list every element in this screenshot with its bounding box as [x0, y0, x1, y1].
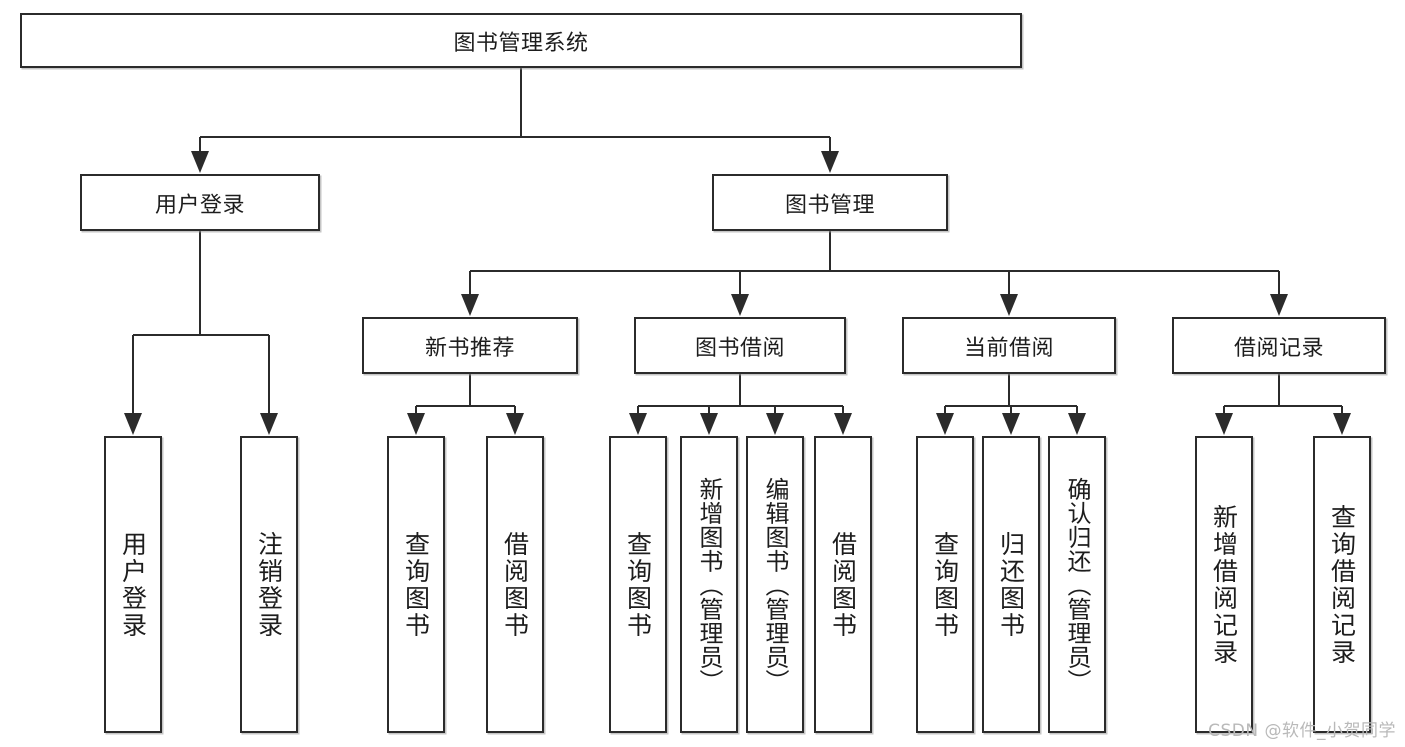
node-label-book-manage: 图书管理 [784, 192, 875, 218]
conn-user-login-arrow-0 [124, 413, 142, 435]
conn-root-arrow-0 [191, 151, 209, 173]
conn-current-borrow-arrow-2 [1068, 413, 1086, 435]
node-label-current-borrow: 当前借阅 [963, 335, 1054, 361]
conn-borrow-record-arrow-1 [1333, 413, 1351, 435]
node-leaf-borrow-book-rec[interactable]: 借阅图书 [486, 436, 544, 733]
conn-root-arrow-1 [821, 151, 839, 173]
node-label-leaf-return-book: 归还图书 [996, 530, 1026, 639]
conn-book-manage-arrow-0 [461, 294, 479, 316]
node-leaf-edit-book[interactable]: 编辑图书（管理员） [746, 436, 804, 733]
node-book-borrow[interactable]: 图书借阅 [634, 317, 846, 374]
node-label-leaf-query-record: 查询借阅记录 [1327, 503, 1357, 666]
conn-book-borrow-arrow-3 [834, 413, 852, 435]
node-leaf-query-book-rec[interactable]: 查询图书 [387, 436, 445, 733]
node-leaf-user-logout[interactable]: 注销登录 [240, 436, 298, 733]
node-user-login[interactable]: 用户登录 [80, 174, 320, 231]
node-leaf-query-record[interactable]: 查询借阅记录 [1313, 436, 1371, 733]
node-new-book-rec[interactable]: 新书推荐 [362, 317, 578, 374]
node-leaf-add-book[interactable]: 新增图书（管理员） [680, 436, 738, 733]
node-label-leaf-query-book-borrow: 查询图书 [623, 530, 653, 639]
node-leaf-query-book-cur[interactable]: 查询图书 [916, 436, 974, 733]
conn-current-borrow-arrow-0 [936, 413, 954, 435]
conn-book-manage-arrow-2 [1000, 294, 1018, 316]
conn-borrow-record-arrow-0 [1215, 413, 1233, 435]
conn-book-borrow-arrow-0 [629, 413, 647, 435]
node-borrow-record[interactable]: 借阅记录 [1172, 317, 1386, 374]
conn-book-borrow-arrow-1 [700, 413, 718, 435]
node-label-leaf-add-record: 新增借阅记录 [1209, 503, 1239, 666]
conn-book-borrow-arrow-2 [766, 413, 784, 435]
conn-current-borrow-arrow-1 [1002, 413, 1020, 435]
node-leaf-query-book-borrow[interactable]: 查询图书 [609, 436, 667, 733]
node-book-manage[interactable]: 图书管理 [712, 174, 948, 231]
node-label-leaf-user-logout: 注销登录 [254, 530, 284, 639]
node-label-leaf-add-book: 新增图书（管理员） [695, 476, 723, 693]
node-current-borrow[interactable]: 当前借阅 [902, 317, 1116, 374]
node-label-leaf-edit-book: 编辑图书（管理员） [761, 476, 789, 693]
conn-book-manage-arrow-1 [731, 294, 749, 316]
conn-book-manage-arrow-3 [1270, 294, 1288, 316]
node-leaf-borrow-book[interactable]: 借阅图书 [814, 436, 872, 733]
node-label-user-login: 用户登录 [154, 192, 245, 218]
node-leaf-add-record[interactable]: 新增借阅记录 [1195, 436, 1253, 733]
watermark-label: CSDN @软件_小贺同学 [1208, 721, 1396, 741]
node-leaf-user-login[interactable]: 用户登录 [104, 436, 162, 733]
node-leaf-confirm-return[interactable]: 确认归还（管理员） [1048, 436, 1106, 733]
node-leaf-return-book[interactable]: 归还图书 [982, 436, 1040, 733]
node-label-leaf-query-book-rec: 查询图书 [401, 530, 431, 639]
conn-new-book-rec-arrow-0 [407, 413, 425, 435]
node-root[interactable]: 图书管理系统 [20, 13, 1022, 68]
conn-user-login-arrow-1 [260, 413, 278, 435]
node-label-leaf-confirm-return: 确认归还（管理员） [1063, 476, 1091, 693]
node-label-borrow-record: 借阅记录 [1233, 335, 1324, 361]
node-label-leaf-user-login: 用户登录 [118, 530, 148, 639]
node-label-leaf-query-book-cur: 查询图书 [930, 530, 960, 639]
node-label-leaf-borrow-book-rec: 借阅图书 [500, 530, 530, 639]
node-label-new-book-rec: 新书推荐 [424, 335, 515, 361]
node-label-leaf-borrow-book: 借阅图书 [828, 530, 858, 639]
node-label-book-borrow: 图书借阅 [694, 335, 785, 361]
conn-new-book-rec-arrow-1 [506, 413, 524, 435]
node-label-root: 图书管理系统 [453, 30, 589, 56]
